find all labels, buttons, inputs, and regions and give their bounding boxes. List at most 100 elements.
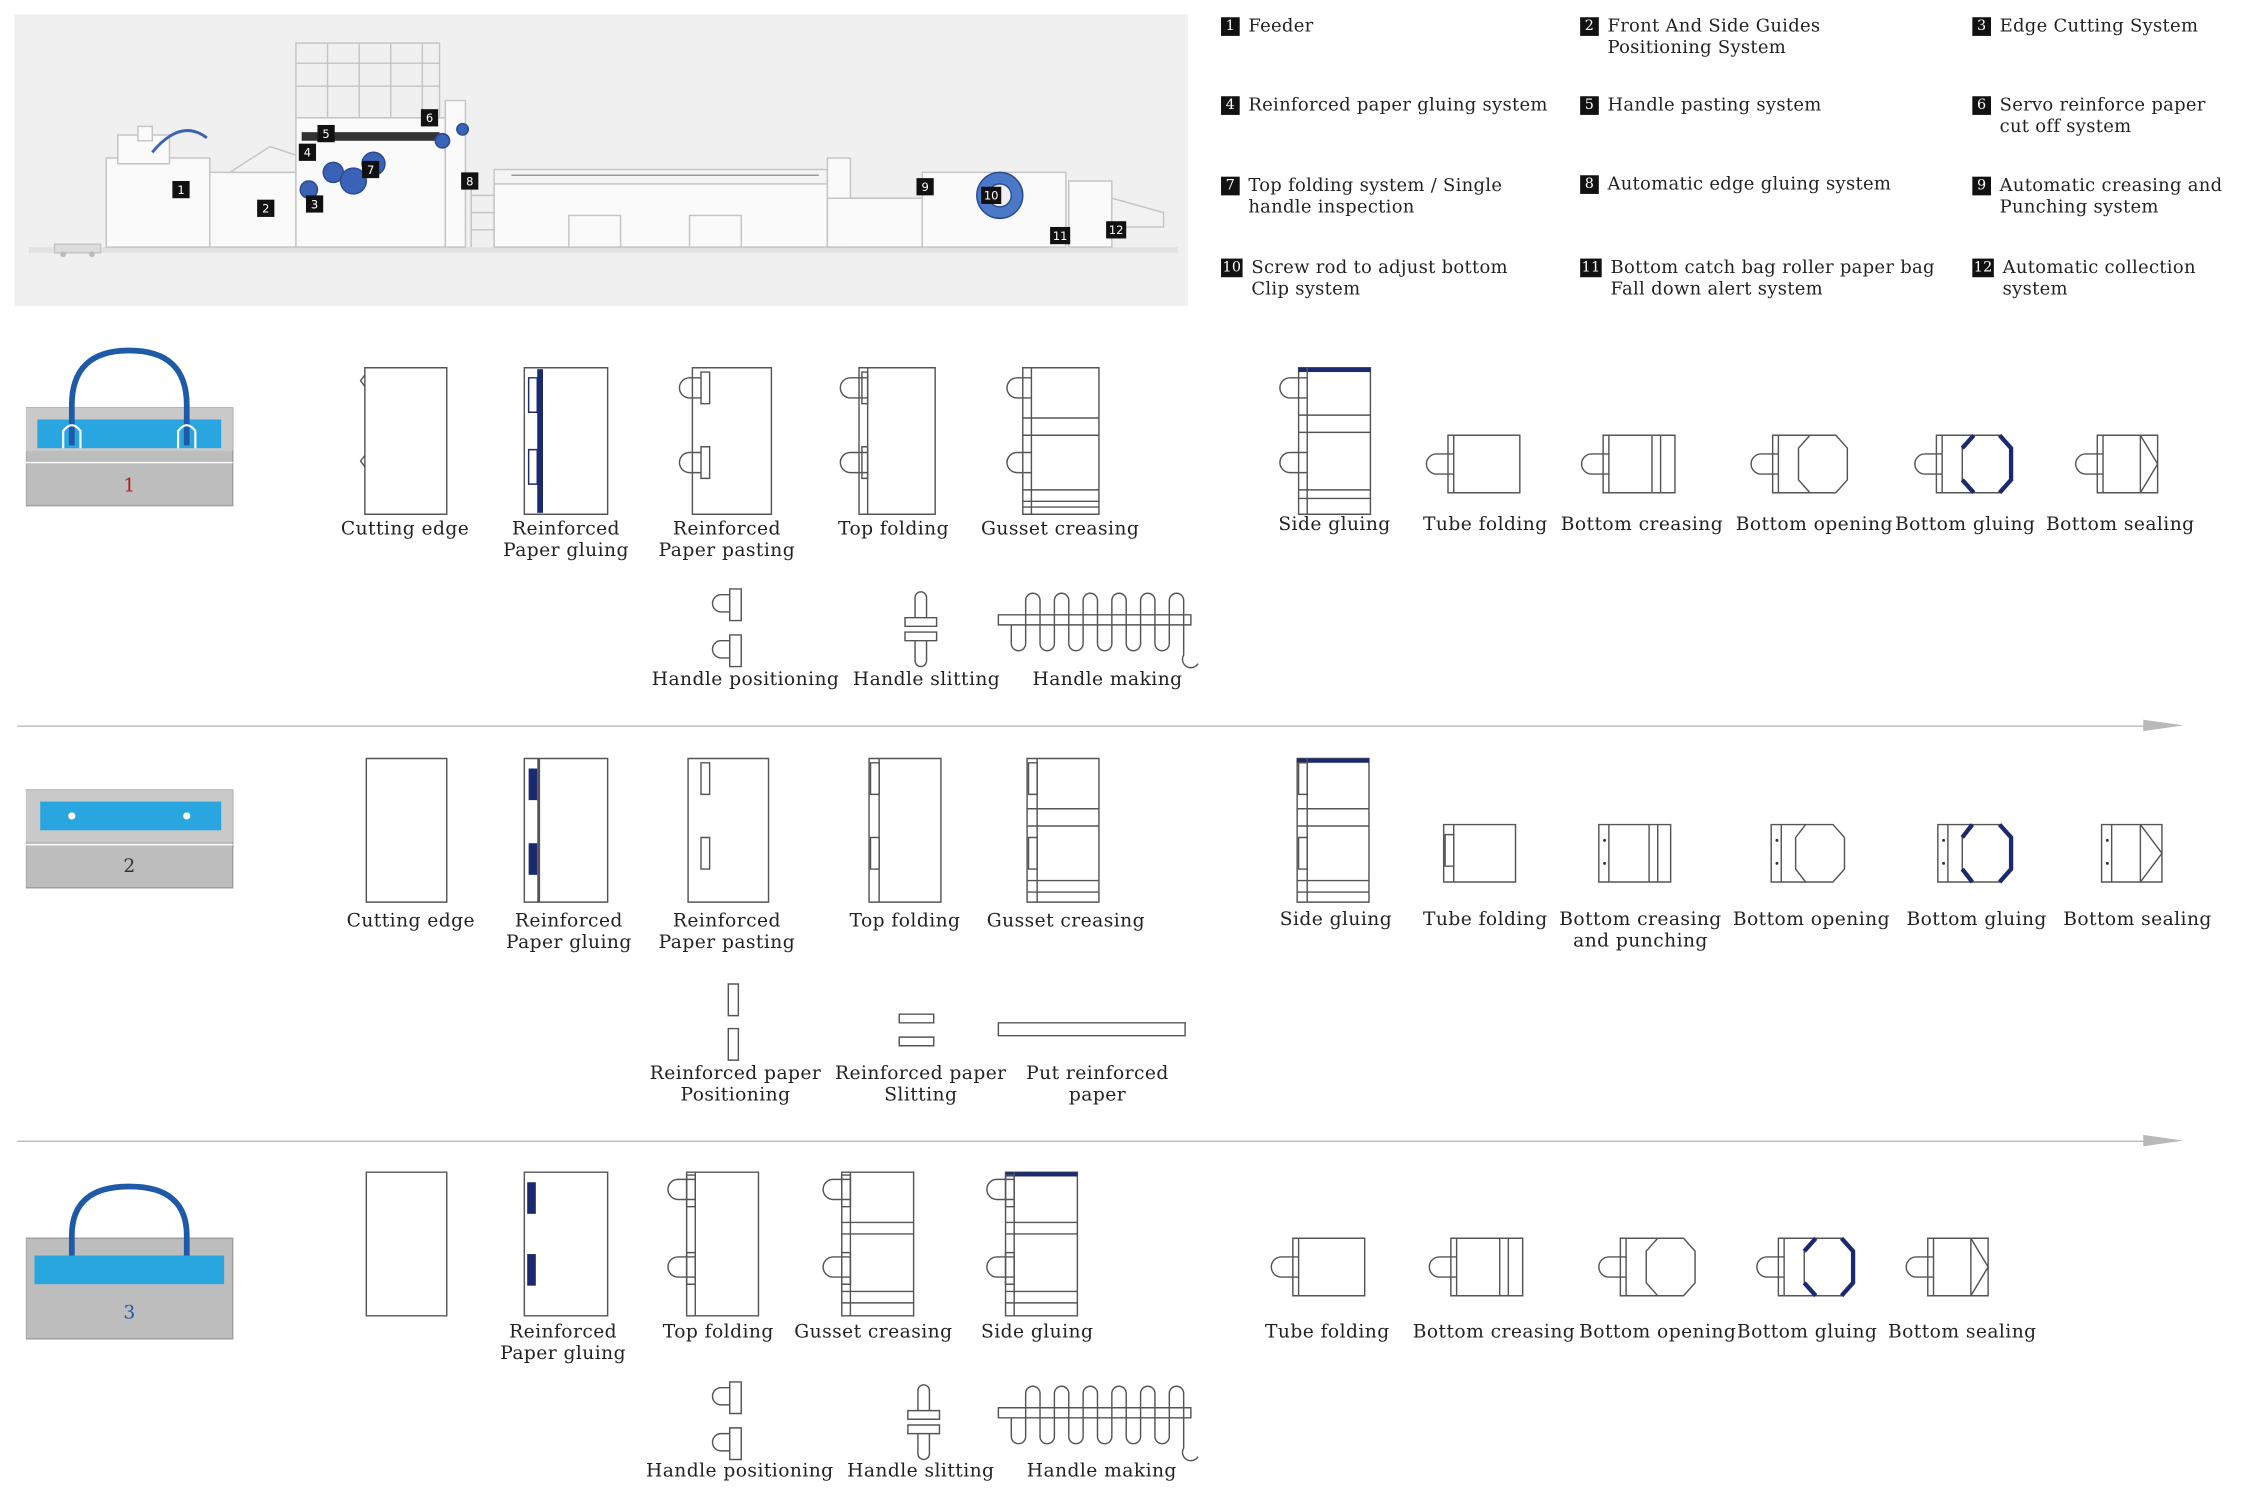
sub-icon-handle-positioning xyxy=(713,1379,747,1462)
step-label: Side gluing xyxy=(1279,909,1393,931)
step-icon-bottom-gluing xyxy=(1755,1237,1856,1300)
step-icon-bottom-gluing xyxy=(1936,823,2016,883)
step-icon-bottom-sealing xyxy=(2100,823,2166,883)
step-label: Bottom gluing xyxy=(1906,909,2047,931)
step-label: Side gluing xyxy=(980,1321,1094,1344)
marker-4: 4 xyxy=(298,143,317,161)
machine-illustration: 1 2 3 4 5 6 7 8 9 10 11 12 xyxy=(14,14,1188,306)
step-label: Gusset creasing xyxy=(986,910,1145,933)
step-icon-tube-folding xyxy=(1442,823,1520,883)
sub-icon-put-reinforced-paper xyxy=(997,1020,1189,1040)
step-icon-top-folding xyxy=(868,757,946,904)
step-icon-cutting-edge xyxy=(365,757,448,904)
step-label: Bottom opening xyxy=(1579,1321,1737,1344)
step-label: Bottom creasing xyxy=(1560,514,1724,536)
step-icon-reinforced-paper-gluing xyxy=(523,757,609,904)
svg-text:12: 12 xyxy=(1109,223,1124,237)
arrow-icon xyxy=(2143,719,2184,732)
svg-text:7: 7 xyxy=(367,163,374,177)
marker-1: 1 xyxy=(172,180,190,199)
marker-9: 9 xyxy=(916,178,934,196)
step-icon-bottom-sealing xyxy=(2077,434,2160,497)
step-icon-bottom-creasing xyxy=(1580,434,1678,497)
step-label: Cutting edge xyxy=(340,518,470,541)
marker-8: 8 xyxy=(461,172,479,190)
step-icon-bottom-creasing xyxy=(1428,1237,1526,1300)
step-icon-side-gluing xyxy=(983,1171,1081,1318)
bag-number-3: 3 xyxy=(123,1302,136,1325)
step-label: Tube folding xyxy=(1423,514,1548,536)
svg-text:11: 11 xyxy=(1053,229,1068,243)
step-label: Tube folding xyxy=(1423,909,1548,931)
step-icon-bottom-opening xyxy=(1750,434,1851,497)
bag-thumbnail-1 xyxy=(25,347,234,507)
sub-icon-reinforced-paper-slitting xyxy=(896,1011,939,1051)
step-icon-reinforced-paper-gluing xyxy=(523,1171,609,1318)
bag-making-machine: 1 2 3 4 5 6 7 8 9 10 11 12 xyxy=(28,42,1178,258)
row-divider-1 xyxy=(17,725,2161,727)
step-label: Bottom gluing xyxy=(1894,514,2036,536)
step-icon-tube-folding xyxy=(1425,434,1523,497)
bag-number-2: 2 xyxy=(123,856,136,878)
sub-icon-handle-making xyxy=(997,586,1207,669)
step-icon-blank-sheet xyxy=(365,1171,448,1318)
step-icon-reinforced-paper-gluing xyxy=(523,366,609,515)
step-icon-tube-folding xyxy=(1270,1237,1368,1300)
step-label: Reinforced Paper gluing xyxy=(500,1321,627,1365)
step-label: Bottom creasing xyxy=(1412,1321,1576,1344)
sub-icon-handle-slitting xyxy=(899,586,942,672)
svg-text:9: 9 xyxy=(921,180,928,194)
step-icon-gusset-creasing xyxy=(1026,757,1104,904)
sub-icon-handle-positioning xyxy=(713,586,747,669)
svg-text:5: 5 xyxy=(322,127,329,141)
svg-text:6: 6 xyxy=(426,111,433,125)
sub-step-label: Handle making xyxy=(1032,669,1183,691)
svg-text:8: 8 xyxy=(466,174,473,188)
marker-5: 5 xyxy=(317,124,335,143)
step-label: Top folding xyxy=(838,518,949,541)
step-icon-top-folding xyxy=(664,1171,762,1318)
step-label: Bottom opening xyxy=(1732,909,1890,931)
step-label: Bottom sealing xyxy=(2045,514,2195,536)
step-icon-cutting-edge xyxy=(359,366,448,515)
step-icon-bottom-creasing-and-punching xyxy=(1597,823,1675,883)
bag-thumbnail-3 xyxy=(25,1183,234,1340)
step-icon-bottom-sealing xyxy=(1908,1237,1991,1300)
step-label: Tube folding xyxy=(1264,1321,1390,1344)
step-label: Bottom sealing xyxy=(2063,909,2212,931)
sub-step-label: Handle slitting xyxy=(852,669,1001,691)
sub-step-label: Handle making xyxy=(1026,1460,1177,1483)
step-icon-bottom-opening xyxy=(1770,823,1850,883)
step-icon-reinforced-paper-pasting xyxy=(675,366,773,515)
step-label: Bottom creasing and punching xyxy=(1559,909,1722,953)
marker-12: 12 xyxy=(1106,221,1127,239)
step-icon-side-gluing xyxy=(1276,366,1374,515)
step-label: Reinforced Paper pasting xyxy=(658,518,796,562)
step-label: Bottom opening xyxy=(1735,514,1893,536)
machine-markers: 1 2 3 4 5 6 7 8 9 10 11 12 xyxy=(172,109,1127,245)
svg-text:4: 4 xyxy=(304,146,311,160)
bag-thumbnail-2 xyxy=(25,789,234,889)
step-icon-bottom-opening xyxy=(1597,1237,1698,1300)
step-icon-reinforced-paper-pasting xyxy=(687,757,773,904)
step-label: Bottom sealing xyxy=(1887,1321,2037,1344)
marker-2: 2 xyxy=(257,199,275,217)
marker-3: 3 xyxy=(305,195,324,213)
step-icon-gusset-creasing xyxy=(819,1171,917,1318)
sub-step-label: Handle positioning xyxy=(651,669,840,691)
bag-number-1: 1 xyxy=(123,475,136,498)
step-label: Gusset creasing xyxy=(981,518,1140,541)
step-label: Top folding xyxy=(849,910,961,933)
step-label: Bottom gluing xyxy=(1736,1321,1878,1344)
sub-step-label: Reinforced paper Slitting xyxy=(835,1063,1007,1107)
